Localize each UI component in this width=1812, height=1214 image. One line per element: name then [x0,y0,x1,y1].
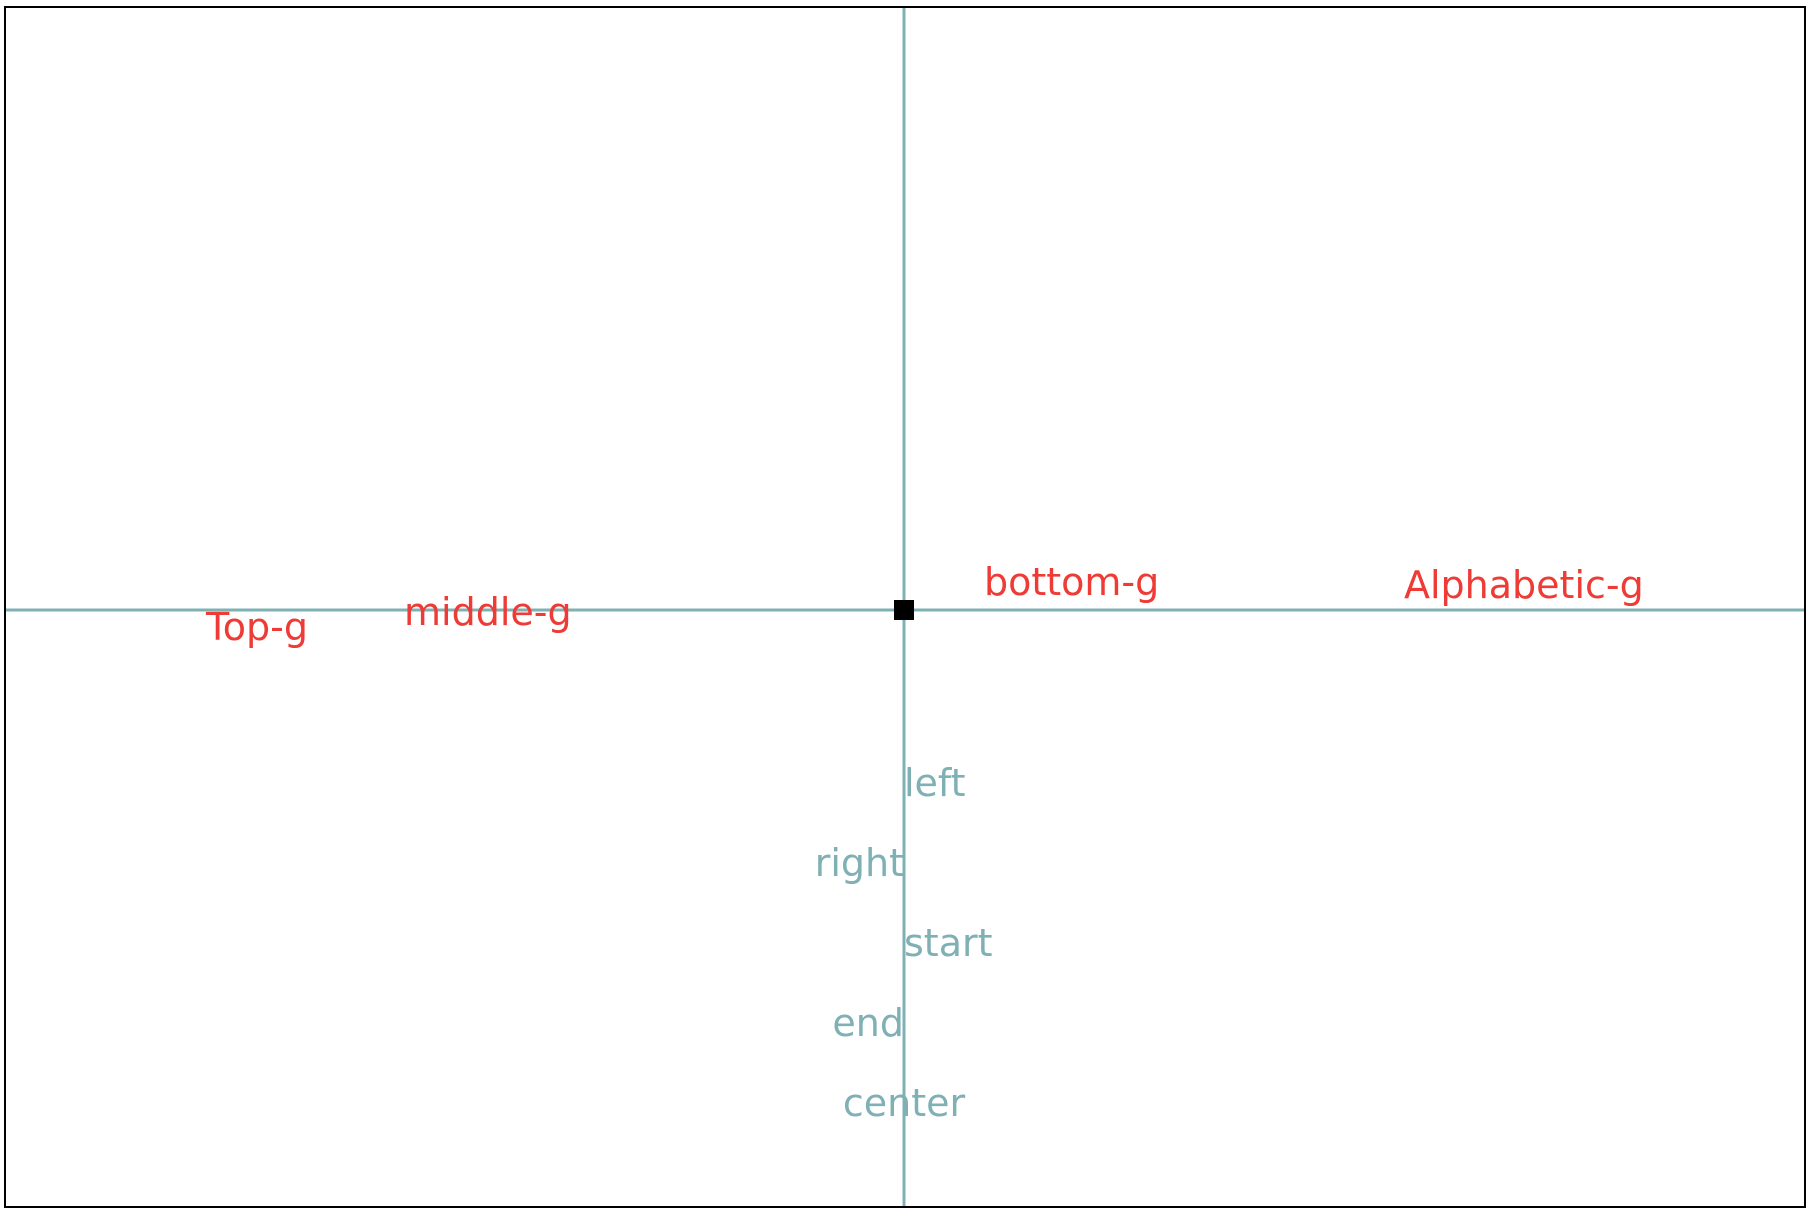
align-label-left: left [904,761,966,805]
origin-marker [894,600,914,620]
align-label-end: end [832,1001,904,1045]
baseline-label-top: Top-g [205,605,308,649]
canvas-drawing: Top-g middle-g bottom-g Alphabetic-g lef… [6,8,1804,1206]
align-label-center: center [843,1081,966,1125]
baseline-label-bottom: bottom-g [984,560,1159,604]
baseline-label-alphabetic: Alphabetic-g [1404,563,1644,607]
baseline-label-middle: middle-g [404,590,572,634]
text-canvas: Top-g middle-g bottom-g Alphabetic-g lef… [4,6,1806,1208]
align-label-start: start [904,921,993,965]
align-label-right: right [815,841,904,885]
